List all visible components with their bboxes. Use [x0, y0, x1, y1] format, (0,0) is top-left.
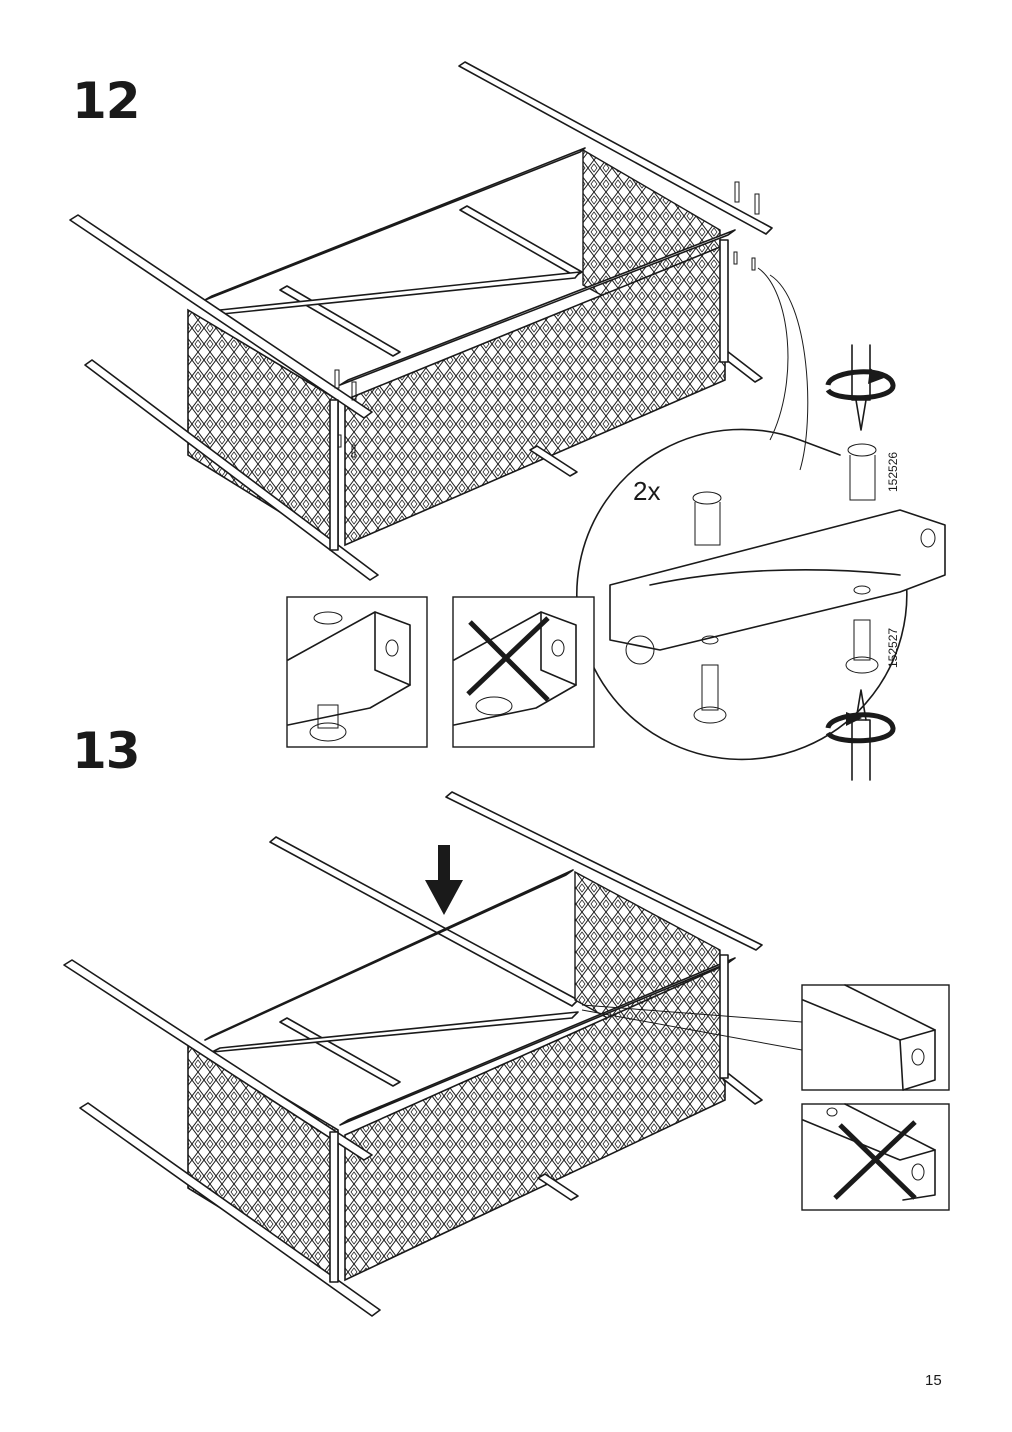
part-code-label: 152526: [886, 452, 900, 492]
incorrect-orientation-box: [801, 1103, 950, 1211]
step-12-frame-illustration: [69, 61, 773, 581]
quantity-label: 2x: [633, 476, 660, 506]
rotate-clockwise-icon: [825, 712, 896, 744]
correct-orientation-box: [801, 984, 950, 1091]
step-12-number: 12: [72, 72, 141, 130]
page-number: 15: [925, 1372, 942, 1389]
step-13-frame-illustration: [63, 791, 803, 1317]
rotate-clockwise-icon: [825, 368, 896, 401]
correct-orientation-box: [286, 596, 428, 748]
cross-x-icon: [833, 1120, 917, 1200]
arrow-down-icon: [425, 845, 463, 915]
part-code-label: 152527: [886, 628, 900, 668]
step-12-detail-circle: 2x 152526 152527: [576, 344, 946, 781]
step-12-callout-lines: [757, 267, 809, 471]
incorrect-orientation-box: [452, 596, 595, 748]
cross-x-icon: [466, 616, 550, 702]
step-13-number: 13: [72, 722, 141, 780]
